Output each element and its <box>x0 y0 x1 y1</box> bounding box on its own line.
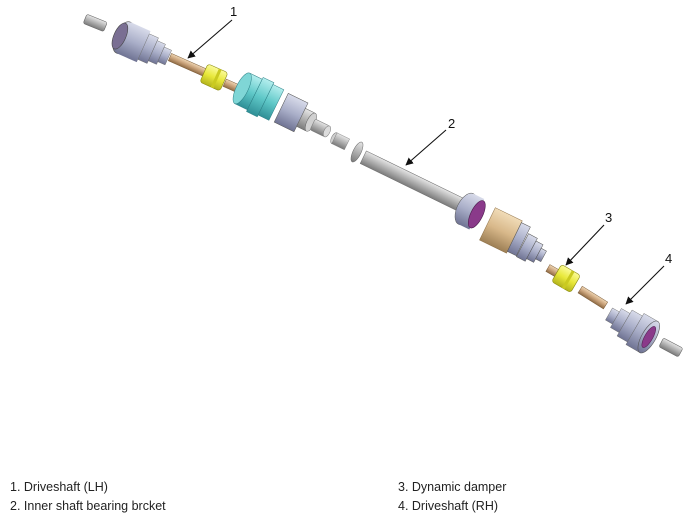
callout-1: 1 <box>187 4 237 59</box>
legend-item-driveshaft-lh: 1. Driveshaft (LH) <box>10 480 108 494</box>
legend-right-column: 3. Dynamic damper 4. Driveshaft (RH) <box>398 478 506 516</box>
callout-number-1: 1 <box>230 4 237 19</box>
driveshaft-exploded-diagram: 1 2 3 4 <box>83 4 683 357</box>
inner-shaft-bearing-bracket <box>330 132 486 230</box>
callout-4: 4 <box>625 251 672 305</box>
callout-number-4: 4 <box>665 251 672 266</box>
callout-number-3: 3 <box>605 210 612 225</box>
legend-left-column: 1. Driveshaft (LH) 2. Inner shaft bearin… <box>10 478 166 516</box>
legend-item-dynamic-damper: 3. Dynamic damper <box>398 480 507 494</box>
driveshaft-rh <box>479 207 683 357</box>
legend-item-driveshaft-rh: 4. Driveshaft (RH) <box>398 499 499 513</box>
legend-item-inner-shaft-bracket: 2. Inner shaft bearing brcket <box>10 499 166 513</box>
callout-3: 3 <box>565 210 612 266</box>
callout-2: 2 <box>405 116 455 166</box>
driveshaft-lh <box>83 14 332 138</box>
callout-number-2: 2 <box>448 116 455 131</box>
